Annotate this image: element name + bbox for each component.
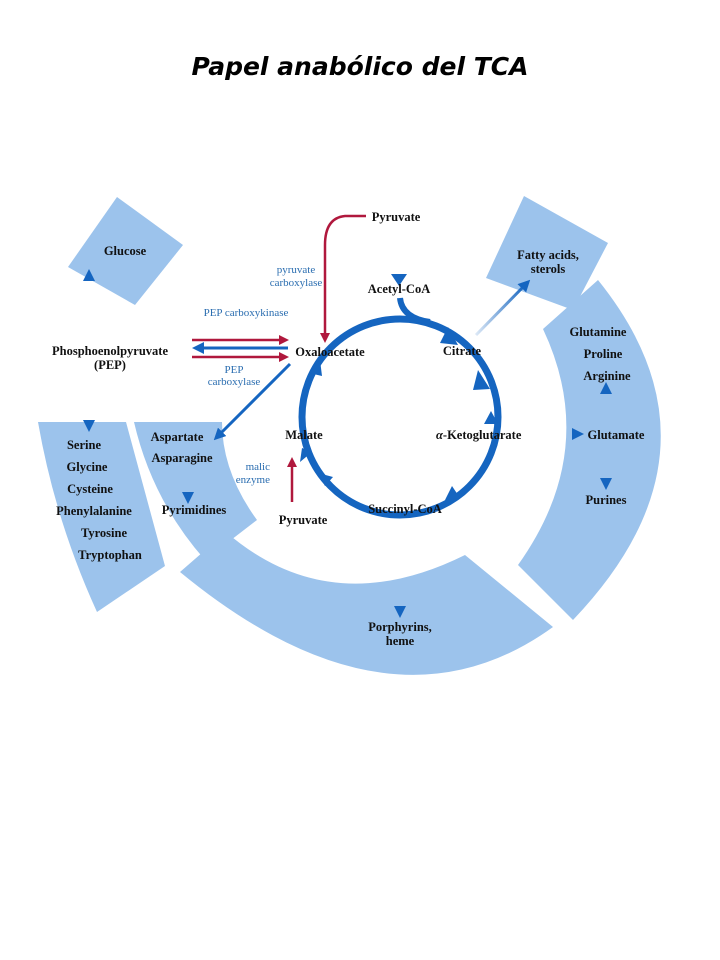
label-pyruvate-top: Pyruvate	[372, 210, 421, 224]
arrow-acetylcoa-citrate	[397, 297, 431, 325]
label-pep-carboxylase: PEP	[225, 364, 244, 376]
tca-cycle-ring	[298, 315, 502, 519]
label-pep: Phosphoenolpyruvate	[52, 344, 168, 358]
label-glucose: Glucose	[104, 244, 147, 258]
arrow-citrate-fatty-acids	[474, 279, 531, 337]
label-aspartate: Aspartate	[151, 430, 204, 444]
label-glutamate: Glutamate	[588, 428, 645, 442]
cycle-arrowhead	[440, 327, 458, 345]
label-malate: Malate	[285, 428, 323, 442]
sector-left-amino-acids	[38, 422, 165, 612]
label-asparagine: Asparagine	[151, 451, 213, 465]
sector-aspartate	[134, 422, 257, 560]
label-pep-abbrev: (PEP)	[94, 358, 126, 372]
label-glycine: Glycine	[67, 460, 108, 474]
label-succinyl-coa: Succinyl-CoA	[368, 502, 442, 516]
cycle-arrowhead	[300, 448, 312, 462]
label-oxaloacetate: Oxaloacetate	[295, 345, 365, 359]
cycle-arrowhead	[445, 486, 460, 500]
cycle-arrowhead	[484, 411, 498, 424]
label-pyrimidines: Pyrimidines	[162, 503, 227, 517]
arrowhead-acetylcoa	[391, 274, 407, 286]
sector-fatty-acids	[486, 196, 608, 310]
label-pyruvate-bottom: Pyruvate	[279, 513, 328, 527]
label-arginine: Arginine	[583, 369, 631, 383]
label-malic-enzyme: malic	[246, 461, 271, 473]
label-pep-carboxylase-2: carboxylase	[208, 376, 261, 388]
label-cysteine: Cysteine	[67, 482, 113, 496]
cycle-arrowhead	[473, 370, 490, 390]
label-citrate: Citrate	[443, 344, 482, 358]
label-pyruvate-carboxylase: pyruvate	[277, 264, 316, 276]
label-acetyl-coa: Acetyl-CoA	[368, 282, 430, 296]
sector-glucose	[68, 197, 183, 305]
label-heme: heme	[386, 634, 415, 648]
arrow-pyruvate-carboxylase	[320, 214, 366, 343]
sector-glutamine	[518, 280, 661, 620]
page-title: Papel anabólico del TCA	[191, 52, 529, 81]
label-phenylalanine: Phenylalanine	[56, 504, 132, 518]
label-tryptophan: Tryptophan	[78, 548, 142, 562]
cycle-arrowhead	[318, 473, 333, 486]
label-serine: Serine	[67, 438, 101, 452]
cycle-arrowhead	[309, 360, 322, 376]
sector-porphyrins	[180, 532, 553, 675]
label-sterols: sterols	[531, 262, 566, 276]
label-fatty-acids: Fatty acids,	[517, 248, 579, 262]
arrow-oaa-aspartate	[213, 362, 292, 441]
label-glutamine: Glutamine	[570, 325, 627, 339]
label-proline: Proline	[584, 347, 623, 361]
label-tyrosine: Tyrosine	[81, 526, 128, 540]
label-pep-carboxykinase: PEP carboxykinase	[204, 307, 289, 319]
label-porphyrins: Porphyrins,	[368, 620, 432, 634]
label-pyruvate-carboxylase-2: carboxylase	[270, 277, 323, 289]
label-malic-enzyme-2: enzyme	[236, 474, 270, 486]
label-purines: Purines	[586, 493, 627, 507]
label-ketoglutarate: α-Ketoglutarate	[436, 428, 522, 442]
